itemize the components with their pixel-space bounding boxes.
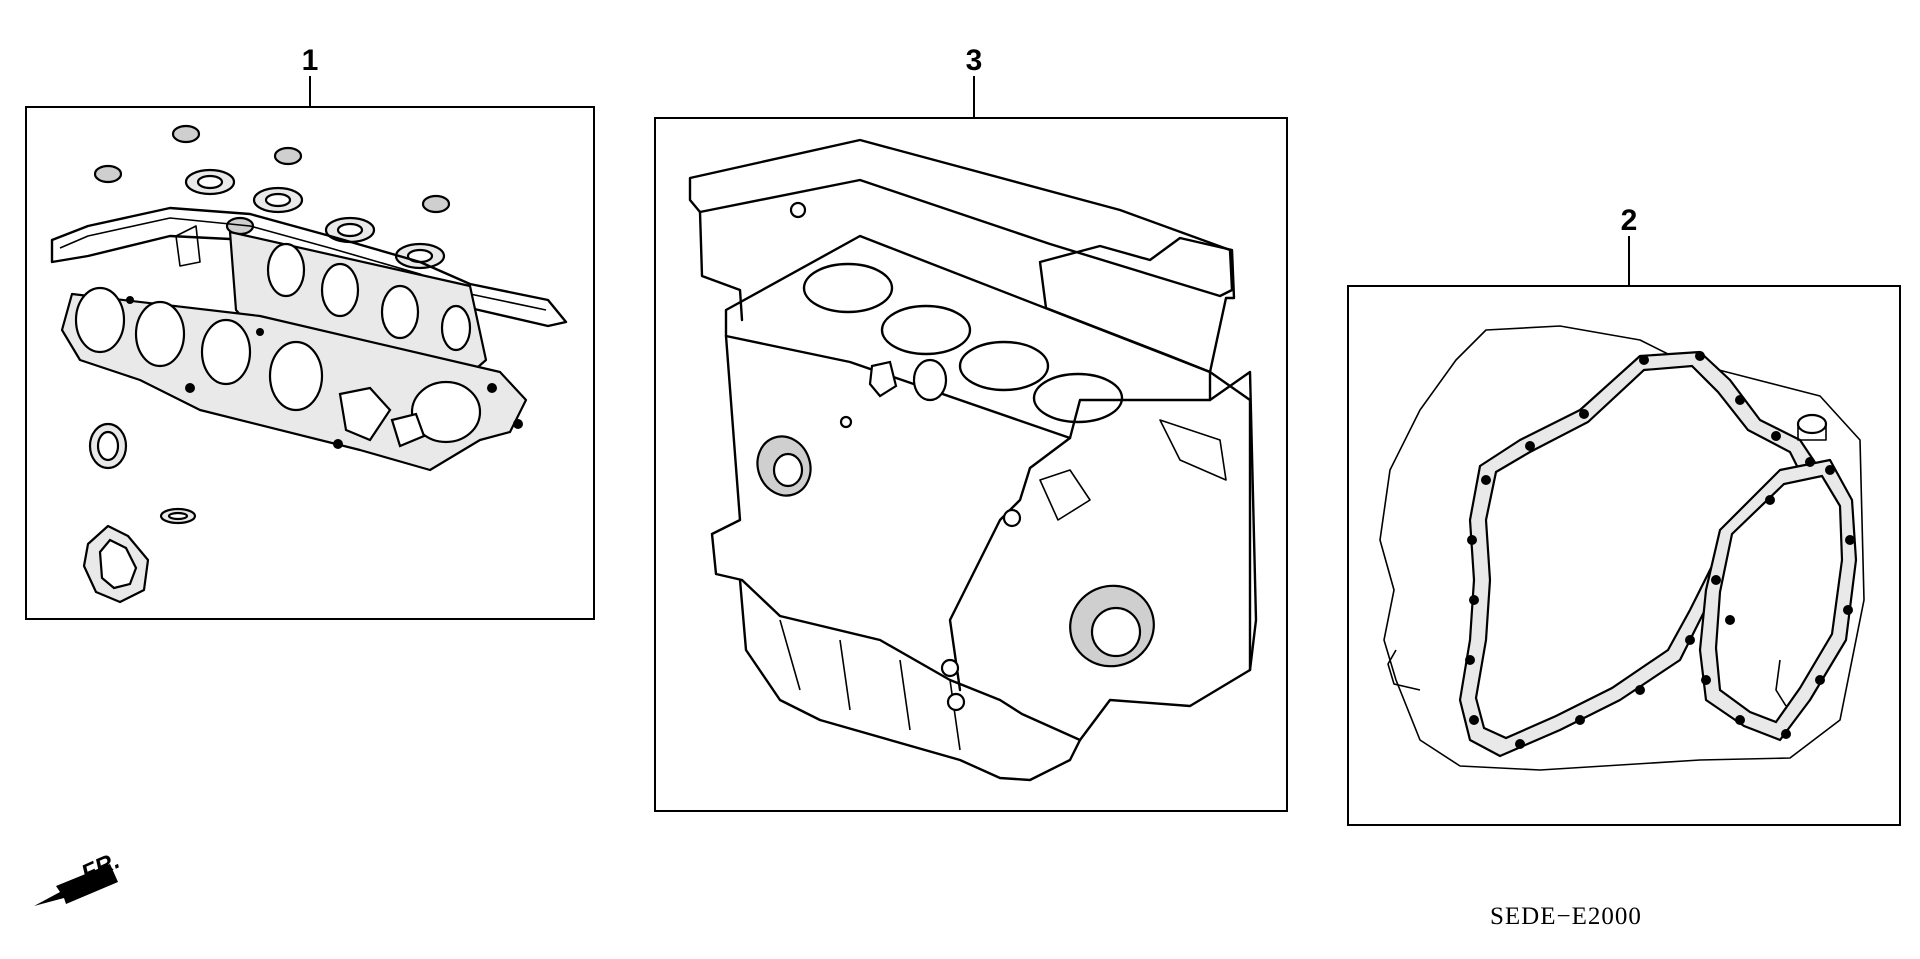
part-1-group[interactable]: 1: [25, 44, 595, 620]
callout-1: 1: [302, 44, 319, 77]
callout-3: 3: [966, 44, 983, 77]
part-3-frame: [654, 117, 1288, 812]
transmission-case-gasket-illustration: [1379, 325, 1865, 771]
callout-2: 2: [1621, 204, 1638, 237]
part-2-group[interactable]: 2: [1347, 204, 1901, 826]
diagram-code: SEDE−E2000: [1490, 903, 1642, 930]
head-gasket-set-illustration: [50, 124, 568, 604]
part-3-group[interactable]: 3: [654, 44, 1288, 812]
front-direction-indicator: FR.: [34, 847, 124, 906]
engine-block-illustration: [688, 138, 1258, 782]
front-arrow-icon: [34, 864, 118, 906]
part-2-frame: [1347, 285, 1901, 826]
part-1-frame: [25, 106, 595, 620]
